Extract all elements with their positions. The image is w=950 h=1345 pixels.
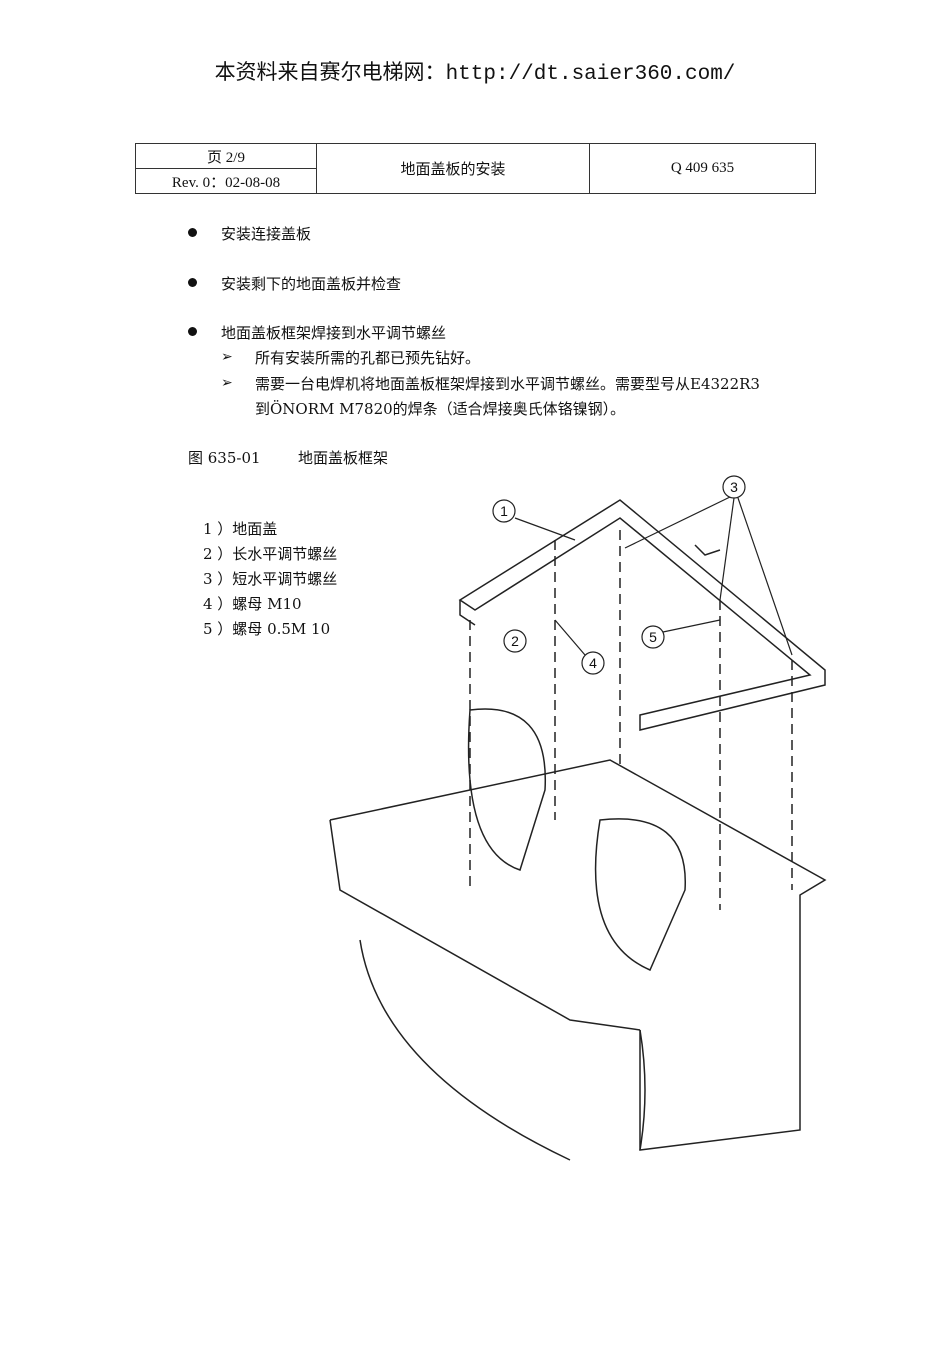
callout-4	[581, 651, 605, 675]
source-url[interactable]: http://dt.saier360.com/	[445, 63, 736, 86]
callout-5	[641, 625, 665, 649]
alignment-lines	[469, 530, 793, 910]
frame-drawing	[458, 499, 826, 731]
source-label: 本资料来自赛尔电梯网：	[214, 60, 446, 84]
legend-item: 1 ）地面盖	[203, 520, 278, 538]
legend-item: 2 ）长水平调节螺丝	[203, 545, 338, 563]
sub-item: 需要一台电焊机将地面盖板框架焊接到水平调节螺丝。需要型号从E4322R3	[255, 375, 760, 393]
bullet-item: 安装剩下的地面盖板并检查	[221, 275, 402, 293]
arrow-bullet-icon: ➢	[221, 375, 233, 391]
callout-label: 1	[500, 503, 508, 519]
callout-label: 2	[511, 633, 519, 649]
callout-label: 4	[589, 655, 597, 671]
floor-cover-frame-illustration: 1 2 3 4 5	[329, 475, 827, 1161]
sub-item: 到ÖNORM M7820的焊条（适合焊接奥氏体铬镍钢）。	[255, 400, 626, 418]
callout-1	[492, 499, 516, 523]
arrow-bullet-icon: ➢	[221, 349, 233, 365]
document-title: 地面盖板的安装	[316, 143, 590, 194]
document-number: Q 409 635	[589, 143, 816, 194]
figure-number: 图 635-01	[188, 449, 261, 467]
cabinet-drawing	[329, 708, 827, 1161]
bullet-icon	[188, 327, 197, 336]
bullet-icon	[188, 228, 197, 237]
bullet-item: 地面盖板框架焊接到水平调节螺丝	[221, 324, 447, 342]
callout-label: 3	[730, 479, 738, 495]
bullet-item: 安装连接盖板	[221, 225, 312, 243]
callout-2	[503, 629, 527, 653]
callout-label: 5	[649, 629, 657, 645]
document-meta-table: 页 2/9 地面盖板的安装 Q 409 635 Rev. 0：02-08-08	[135, 143, 816, 194]
legend-item: 3 ）短水平调节螺丝	[203, 570, 338, 588]
legend-item: 5 ）螺母 0.5M 10	[203, 620, 331, 638]
legend-item: 4 ）螺母 M10	[203, 595, 302, 613]
sub-item: 所有安装所需的孔都已预先钻好。	[255, 349, 481, 367]
page-number: 页 2/9	[135, 143, 317, 169]
revision: Rev. 0：02-08-08	[135, 168, 317, 194]
source-header: 本资料来自赛尔电梯网：http://dt.saier360.com/	[0, 56, 950, 86]
bullet-icon	[188, 278, 197, 287]
figure-title: 地面盖板框架	[298, 449, 389, 467]
